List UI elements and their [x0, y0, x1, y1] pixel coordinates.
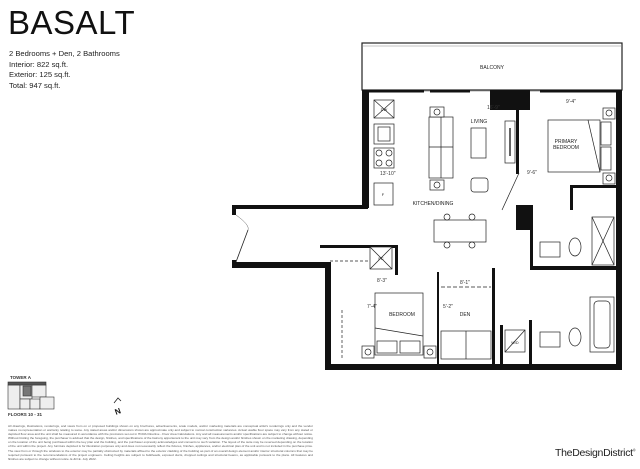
total-area: Total: 947 sq.ft.	[9, 80, 61, 90]
interior-area: Interior: 822 sq.ft.	[9, 59, 69, 69]
fridge	[373, 182, 394, 206]
key-plan	[7, 381, 55, 410]
suite-layout: 2 Bedrooms + Den, 2 Bathrooms	[9, 49, 120, 58]
north-arrow-icon	[113, 397, 122, 404]
brand-name: TheDesignDistrict	[555, 447, 633, 459]
suite-name: BASALT	[8, 4, 136, 41]
dining-table	[433, 219, 487, 243]
dim-bedroom-w: 8'-3"	[377, 278, 387, 284]
dim-living: 16'-9"	[487, 105, 500, 111]
bath-sink	[539, 331, 561, 348]
room-label-primary-1: PRIMARY	[555, 139, 578, 145]
coffee-table	[470, 127, 487, 159]
primary-bed	[547, 119, 601, 173]
room-label-bedroom: BEDROOM	[389, 312, 415, 318]
bath-toilet	[568, 327, 582, 347]
room-label-balcony: BALCONY	[480, 65, 505, 71]
suite-specs: 2 Bedrooms + Den, 2 Bathrooms Interior: …	[9, 49, 120, 91]
tower-label: TOWER A	[10, 375, 31, 380]
floors-label: FLOORS 10 - 31	[8, 412, 43, 417]
wd-label: W/D	[511, 341, 519, 345]
fc-label: FC	[378, 256, 383, 261]
walls	[232, 90, 622, 370]
dim-primary-d: 9'-6"	[527, 170, 537, 176]
brand-logo: TheDesignDistrict®	[555, 447, 636, 459]
room-label-den: DEN	[460, 312, 471, 318]
ensuite-sink	[539, 241, 561, 258]
dim-den-d: 5'-2"	[443, 304, 453, 310]
brand-mark: ®	[632, 447, 636, 453]
armchair	[470, 177, 489, 193]
fridge-label: F	[382, 192, 385, 197]
dim-primary-w: 9'-4"	[566, 99, 576, 105]
exterior-area: Exterior: 125 sq.ft.	[9, 70, 71, 79]
dim-bedroom-d: 7'-4"	[367, 304, 377, 310]
dim-den-w: 8'-1"	[460, 280, 470, 286]
ensuite-toilet	[568, 237, 582, 257]
room-label-primary-2: BEDROOM	[553, 145, 579, 151]
room-label-kitchen-dining: KITCHEN/DINING	[413, 201, 454, 207]
dw-label: DW	[381, 107, 388, 112]
room-label-living: LIVING	[471, 119, 488, 125]
disclaimer: All drawings, illustrations, renderings,…	[8, 424, 313, 461]
dim-kitchen: 13'-10"	[380, 171, 396, 177]
